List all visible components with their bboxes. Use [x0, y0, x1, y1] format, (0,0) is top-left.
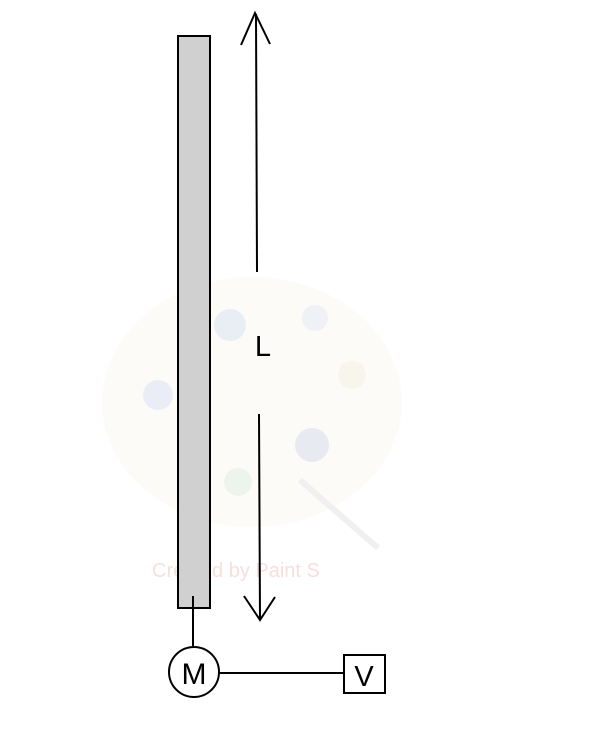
- dimension-line-upper: [255, 13, 258, 273]
- watermark-palette-icon: [102, 277, 402, 551]
- arrowhead-down-icon: [243, 595, 276, 622]
- dimension-line-lower: [258, 413, 261, 620]
- length-label: L: [255, 331, 271, 363]
- rod: [177, 35, 211, 609]
- voltmeter-label: V: [354, 661, 374, 693]
- motor-label: M: [182, 658, 207, 691]
- voltmeter-symbol: [343, 654, 386, 694]
- arrowhead-up-icon: [240, 10, 271, 46]
